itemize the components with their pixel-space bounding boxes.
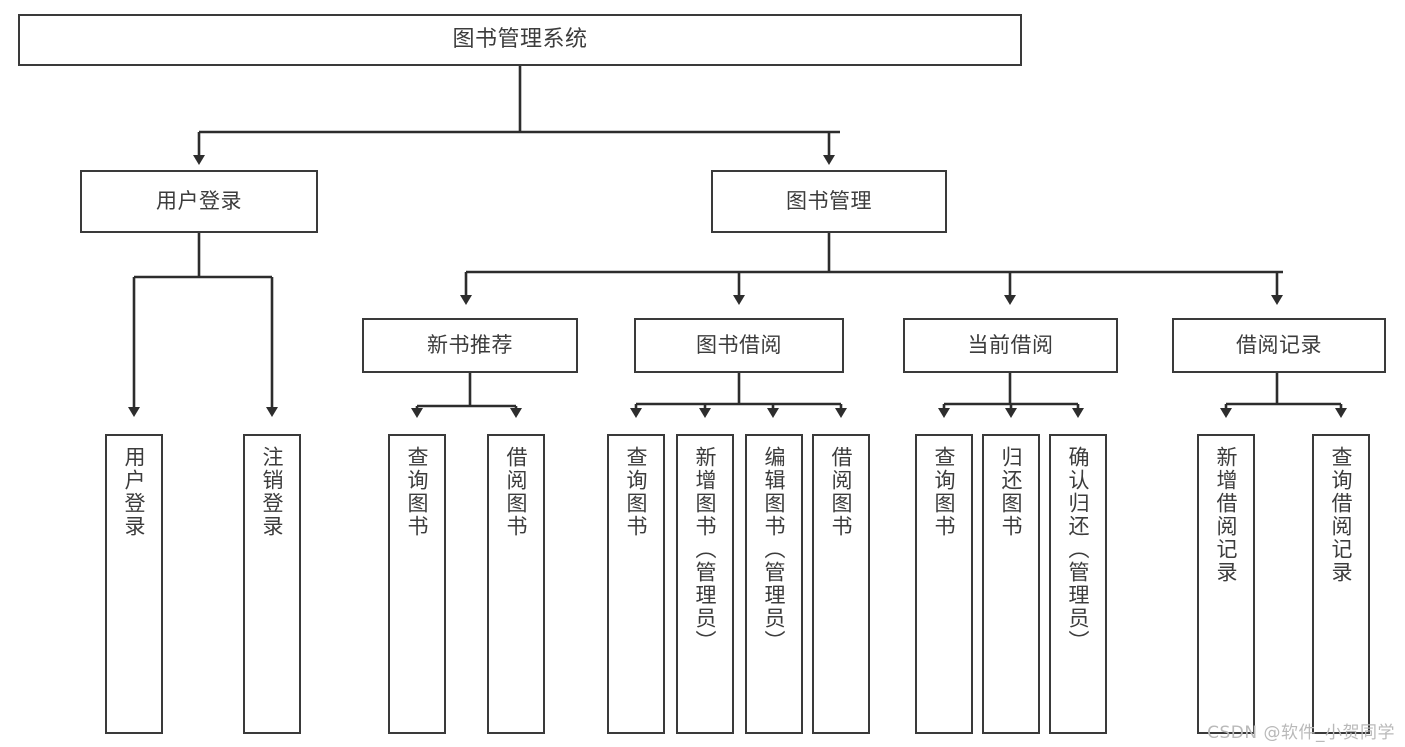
node-book-management[interactable]: 图书管理	[711, 170, 947, 233]
node-label: 图书借阅	[696, 333, 782, 358]
node-label: 借阅图书	[829, 446, 854, 538]
node-label: 图书管理系统	[452, 27, 588, 53]
leaf-current-borrow-confirm-return[interactable]: 确认归还（管理员）	[1049, 434, 1107, 734]
node-label: 归还图书	[999, 446, 1024, 538]
node-label: 确认归还（管理员）	[1066, 446, 1091, 653]
leaf-book-borrow-add[interactable]: 新增图书（管理员）	[676, 434, 734, 734]
leaf-book-borrow-borrow[interactable]: 借阅图书	[812, 434, 870, 734]
node-label: 新增图书（管理员）	[693, 446, 718, 653]
node-label: 查询图书	[932, 446, 957, 538]
node-label: 编辑图书（管理员）	[762, 446, 787, 653]
node-label: 借阅图书	[504, 446, 529, 538]
node-label: 图书管理	[786, 189, 872, 214]
leaf-user-login-login[interactable]: 用户登录	[105, 434, 163, 734]
node-user-login[interactable]: 用户登录	[80, 170, 318, 233]
node-borrow-record[interactable]: 借阅记录	[1172, 318, 1386, 373]
leaf-borrow-record-add[interactable]: 新增借阅记录	[1197, 434, 1255, 734]
leaf-current-borrow-query[interactable]: 查询图书	[915, 434, 973, 734]
node-label: 用户登录	[122, 446, 147, 538]
node-book-borrow[interactable]: 图书借阅	[634, 318, 844, 373]
node-label: 新增借阅记录	[1214, 446, 1239, 584]
leaf-user-login-logout[interactable]: 注销登录	[243, 434, 301, 734]
node-label: 查询图书	[405, 446, 430, 538]
node-label: 新书推荐	[427, 333, 513, 358]
leaf-new-book-borrow[interactable]: 借阅图书	[487, 434, 545, 734]
leaf-new-book-query[interactable]: 查询图书	[388, 434, 446, 734]
node-new-book-recommend[interactable]: 新书推荐	[362, 318, 578, 373]
node-label: 查询借阅记录	[1329, 446, 1354, 584]
node-label: 注销登录	[260, 446, 285, 538]
leaf-book-borrow-query[interactable]: 查询图书	[607, 434, 665, 734]
node-label: 用户登录	[156, 189, 242, 214]
leaf-borrow-record-query[interactable]: 查询借阅记录	[1312, 434, 1370, 734]
leaf-book-borrow-edit[interactable]: 编辑图书（管理员）	[745, 434, 803, 734]
node-root-system[interactable]: 图书管理系统	[18, 14, 1022, 66]
node-label: 借阅记录	[1236, 333, 1322, 358]
watermark: CSDN @软件_小贺同学	[1207, 723, 1395, 743]
node-current-borrow[interactable]: 当前借阅	[903, 318, 1118, 373]
leaf-current-borrow-return[interactable]: 归还图书	[982, 434, 1040, 734]
node-label: 当前借阅	[967, 333, 1054, 358]
node-label: 查询图书	[624, 446, 649, 538]
